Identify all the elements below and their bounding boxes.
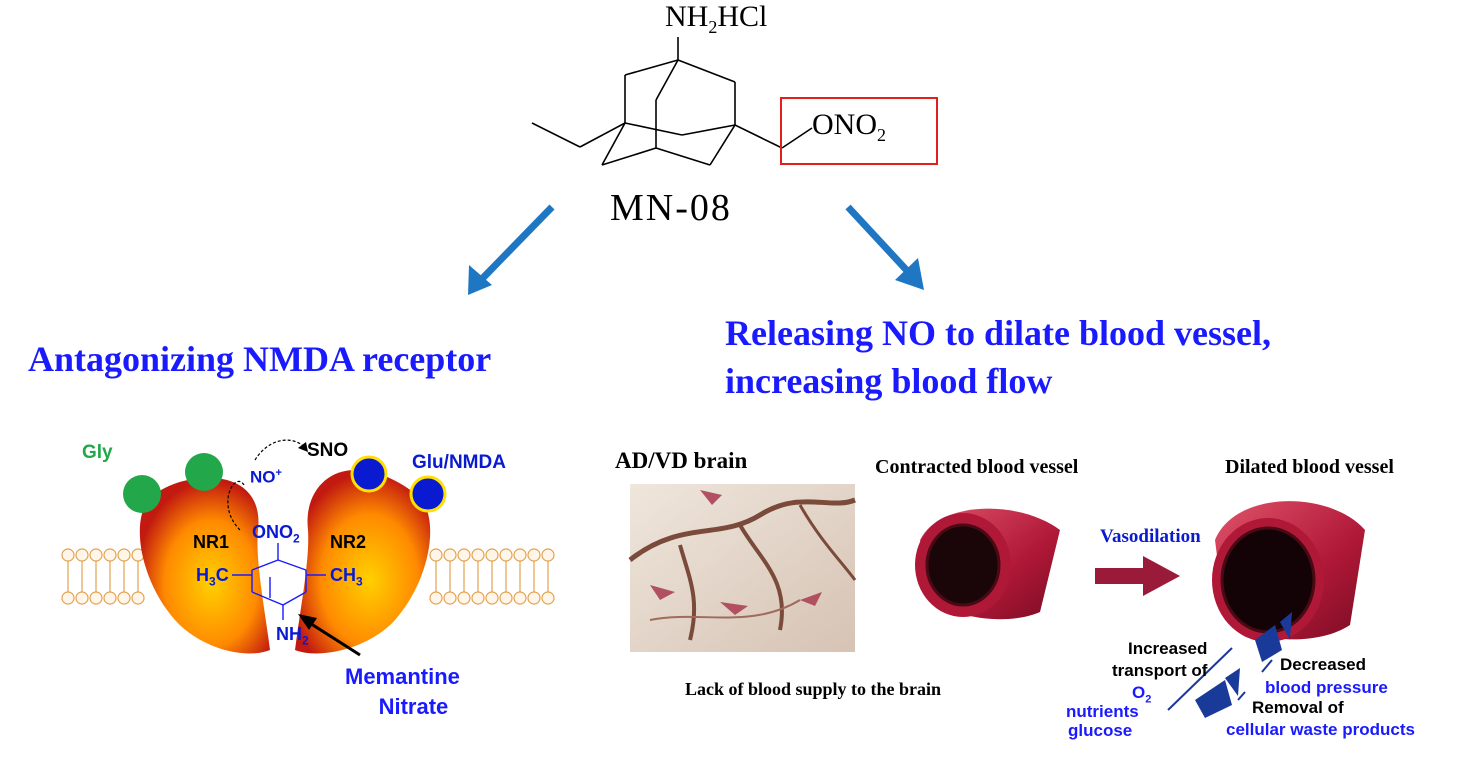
glucose-label: glucose — [1068, 721, 1133, 740]
vasodilation-label: Vasodilation — [1100, 526, 1201, 547]
branch-arrows — [468, 204, 924, 295]
glu-ligand-2 — [409, 475, 447, 513]
contracted-vessel — [915, 508, 1060, 620]
nitrate-label: ONO2 — [812, 108, 886, 145]
increased-transport-label: Increased transport of — [1112, 639, 1208, 680]
right-heading-line2: increasing blood flow — [725, 361, 1053, 401]
dilated-vessel — [1212, 501, 1365, 642]
contracted-label: Contracted blood vessel — [875, 456, 1079, 478]
nitrate-highlight-box — [780, 97, 938, 165]
blood-pressure-label: blood pressure — [1265, 678, 1388, 697]
memantine-cage — [232, 543, 326, 620]
compound-name: MN-08 — [610, 187, 732, 229]
right-heading-line1: Releasing NO to dilate blood vessel, — [725, 313, 1271, 353]
lack-caption: Lack of blood supply to the brain — [685, 679, 942, 699]
removal-label: Removal of — [1252, 698, 1344, 717]
sno-label: SNO — [307, 440, 349, 461]
membrane-right — [429, 548, 555, 605]
waste-products-label: cellular waste products — [1226, 720, 1415, 739]
glu-nmda-label: Glu/NMDA — [412, 452, 506, 473]
h3c-label: H3C — [196, 565, 229, 589]
nh2-label: NH2 — [276, 624, 309, 648]
nr1-label: NR1 — [193, 532, 230, 552]
amine-label: NH2HCl — [665, 0, 768, 37]
gly-ligand-1 — [123, 475, 161, 513]
ch3-label: CH3 — [330, 565, 363, 589]
nr2-subunit — [295, 470, 431, 654]
dilated-label: Dilated blood vessel — [1225, 456, 1394, 478]
left-heading: Antagonizing NMDA receptor — [28, 339, 492, 379]
brain-label: AD/VD brain — [615, 448, 748, 473]
vasodilation-arrow — [1095, 556, 1180, 596]
glu-ligand-1 — [350, 455, 388, 493]
nr2-label: NR2 — [330, 532, 367, 552]
decreased-label: Decreased — [1280, 655, 1367, 674]
gly-label: Gly — [82, 442, 113, 463]
brain-illustration — [628, 484, 857, 652]
membrane-left — [61, 548, 145, 605]
ono2-label: ONO2 — [252, 522, 300, 546]
o2-label: O2 — [1132, 683, 1152, 706]
nr1-subunit — [139, 478, 270, 654]
nutrients-label: nutrients — [1066, 702, 1139, 721]
memantine-nitrate-caption: Memantine Nitrate — [345, 664, 460, 719]
outflow-arrows — [1195, 612, 1292, 718]
gly-ligand-2 — [185, 453, 223, 491]
no-plus-label: NO+ — [250, 467, 282, 487]
